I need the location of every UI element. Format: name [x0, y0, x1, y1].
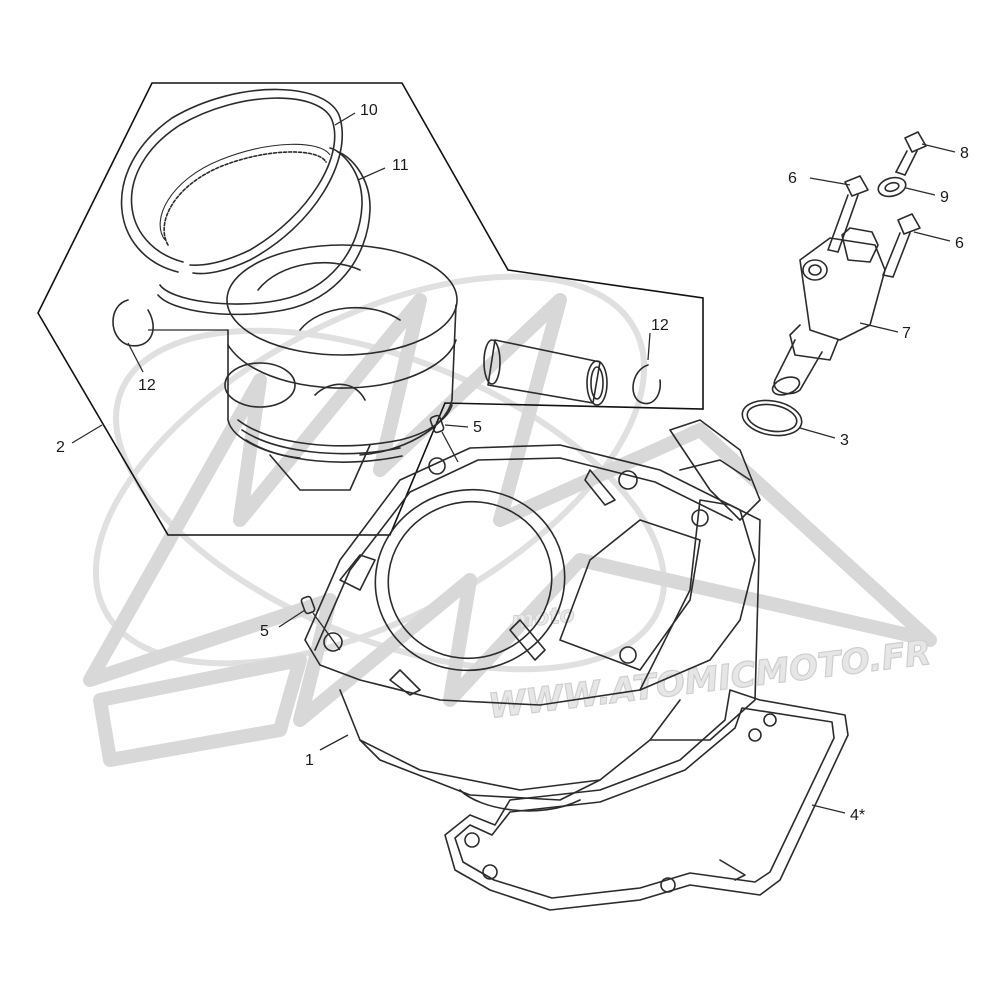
watermark-brand: moto — [510, 602, 576, 634]
callout-labels: 10 11 2 12 12 5 5 1 3 4* 6 6 7 8 9 — [56, 102, 969, 824]
callout-4: 4* — [850, 807, 865, 824]
piston-ring-10 — [120, 88, 344, 275]
callout-5b: 5 — [260, 623, 269, 640]
leader-lines — [71, 112, 956, 814]
callout-6a: 6 — [788, 170, 797, 187]
callout-2: 2 — [56, 439, 65, 456]
bolt-8 — [895, 131, 927, 176]
circlip-right — [632, 364, 662, 405]
callout-3: 3 — [840, 432, 849, 449]
piston-pin — [483, 339, 608, 406]
piston-kit-frame — [37, 82, 704, 536]
piston-ring-11 — [157, 143, 371, 316]
callout-9: 9 — [940, 189, 949, 206]
callout-12a: 12 — [138, 377, 156, 394]
watermark-url: WWW.ATOMICMOTO.FR — [486, 633, 933, 727]
cylinder — [304, 419, 761, 812]
bolt-6-left — [827, 175, 869, 253]
circlip-left — [112, 299, 154, 347]
washer-9 — [877, 176, 907, 198]
dowel-pin-lower — [300, 595, 341, 651]
callout-12b: 12 — [651, 317, 669, 334]
callout-5a: 5 — [473, 419, 482, 436]
callout-7: 7 — [902, 325, 911, 342]
callout-6b: 6 — [955, 235, 964, 252]
base-gasket — [444, 689, 849, 911]
callout-11: 11 — [392, 157, 409, 174]
callout-8: 8 — [960, 145, 969, 162]
watermark: moto WWW.ATOMICMOTO.FR — [83, 273, 937, 767]
bolt-6-right — [882, 213, 921, 278]
callout-1: 1 — [305, 752, 314, 769]
o-ring — [741, 399, 803, 437]
atomic-logo-icon — [83, 273, 937, 767]
callout-10: 10 — [360, 102, 378, 119]
piston — [224, 244, 458, 491]
dowel-pin-upper — [429, 414, 459, 463]
chain-tensioner — [771, 227, 886, 396]
